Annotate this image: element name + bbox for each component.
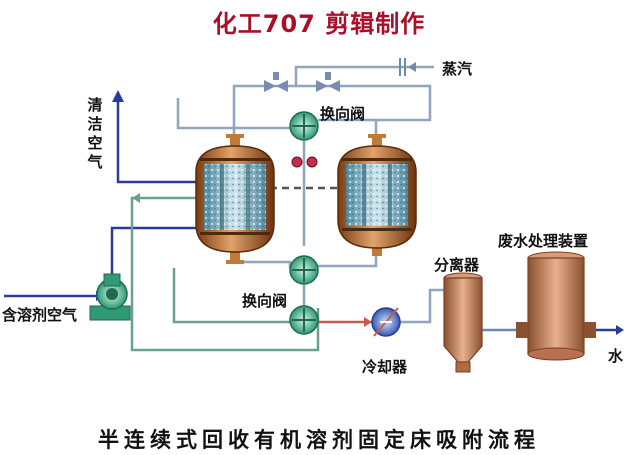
- steam-valve-right-icon[interactable]: [316, 72, 340, 92]
- figure-caption: 半连续式回收有机溶剂固定床吸附流程: [98, 427, 540, 452]
- steam-valve-left-icon[interactable]: [264, 72, 288, 92]
- indicator-lamps: [291, 156, 318, 168]
- arrow-steam-left: [408, 62, 416, 72]
- steam-label: 蒸汽: [442, 60, 473, 78]
- pipe-valve-links: [230, 140, 378, 306]
- arrow-water-out: [616, 325, 624, 335]
- arrow-to-cooler: [364, 317, 372, 327]
- switch-valve-middle-icon[interactable]: [289, 255, 319, 285]
- clean-air-label: 清洁空气: [87, 96, 103, 171]
- switch-valve-top-icon[interactable]: [289, 111, 319, 141]
- separator-vessel: [443, 272, 483, 373]
- steam-inlet-flange-icon: [399, 58, 406, 76]
- wastewater-label: 废水处理装置: [498, 232, 589, 250]
- switch-valve-bottom-label: 换向阀: [242, 292, 288, 310]
- steam-control-valves: [264, 58, 406, 92]
- blower-icon[interactable]: [89, 273, 131, 321]
- cooler-icon[interactable]: [371, 307, 401, 337]
- pipe-clean-air: [116, 98, 200, 184]
- adsorber-right: [337, 134, 417, 256]
- cooler-label: 冷却器: [362, 358, 408, 376]
- separator-label: 分离器: [434, 256, 480, 274]
- arrow-return: [132, 193, 140, 203]
- arrow-clean-air-up: [112, 90, 124, 102]
- inlet-air-label: 含溶剂空气: [2, 306, 78, 324]
- switch-valve-bottom-icon[interactable]: [289, 305, 319, 335]
- pipe-cooler-to-separator: [400, 288, 446, 324]
- pipe-steam-to-valve: [176, 98, 376, 130]
- water-label: 水: [608, 347, 624, 365]
- adsorber-left: [195, 134, 275, 264]
- pipe-steam: [232, 65, 434, 142]
- switch-valve-top-label: 换向阀: [320, 105, 366, 123]
- pipe-return: [130, 196, 320, 352]
- page-title: 化工707 剪辑制作: [212, 10, 426, 38]
- wastewater-treatment-unit: [516, 251, 596, 361]
- pipe-inlet-air: [4, 226, 202, 298]
